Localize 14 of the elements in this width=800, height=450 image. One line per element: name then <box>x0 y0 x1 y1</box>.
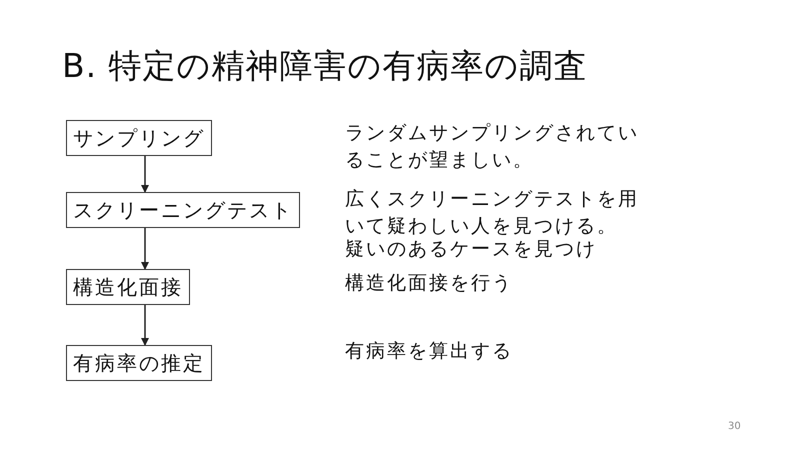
arrow <box>141 305 149 346</box>
process-box: 有病率の推定 <box>66 345 212 381</box>
description-text: 疑いのあるケースを見つけ <box>345 237 598 262</box>
process-box: サンプリング <box>66 120 212 156</box>
description-text: 構造化面接を行う <box>345 271 514 296</box>
description-text: 広くスクリーニングテストを用いて疑わしい人を見つける。 <box>345 187 640 239</box>
process-box: スクリーニングテスト <box>66 192 300 228</box>
arrow <box>141 156 149 193</box>
process-box: 構造化面接 <box>66 269 190 305</box>
description-text: ランダムサンプリングされていることが望ましい。 <box>345 121 640 173</box>
arrow <box>141 228 149 270</box>
slide-title: B. 特定の精神障害の有病率の調査 <box>62 45 588 87</box>
page-number: 30 <box>728 421 741 432</box>
description-text: 有病率を算出する <box>345 339 514 364</box>
